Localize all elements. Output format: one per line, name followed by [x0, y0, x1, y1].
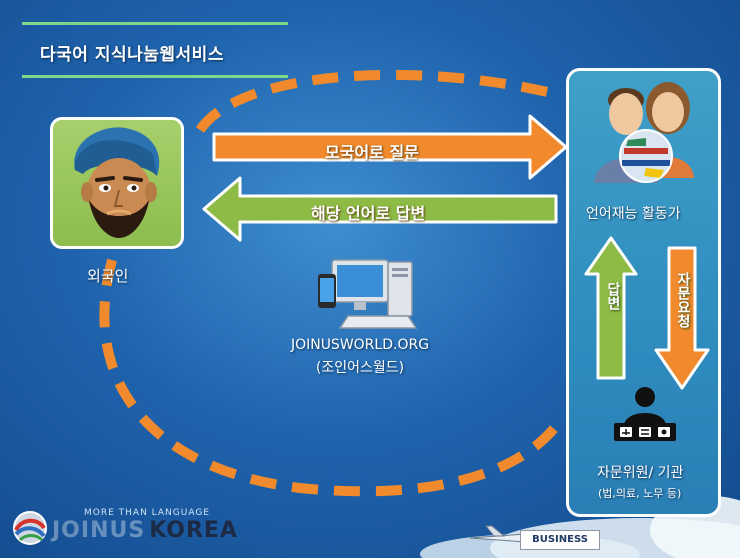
- site-name-korean: (조인어스월드): [315, 360, 405, 376]
- foreigner-avatar-icon: [74, 127, 160, 238]
- brand-name-korea: KOREA: [149, 518, 238, 543]
- title-top-line: [22, 22, 288, 25]
- joinus-logo-icon: [13, 511, 47, 545]
- talent-label: 언어재능 활동가: [586, 206, 681, 222]
- foreigner-card: [50, 117, 184, 249]
- site-name: JOINUSWORLD.ORG: [290, 337, 430, 353]
- request-down-arrow: [654, 246, 710, 390]
- brand-name-joinus: JOINUS: [52, 518, 146, 543]
- answer-arrow-label: 해당 언어로 답변: [311, 204, 426, 223]
- language-talent-people-icon: [594, 82, 694, 183]
- title-bottom-line: [22, 75, 288, 78]
- foreigner-label: 외국인: [87, 267, 129, 285]
- answer-up-label: 답변: [605, 282, 621, 310]
- advisory-label: 자문위원/ 기관: [597, 465, 684, 481]
- advisory-sublabel: (법,의료, 노무 등): [598, 487, 682, 500]
- business-banner: BUSINESS: [520, 530, 600, 550]
- answer-up-arrow: [584, 236, 638, 380]
- advisory-person-icon: [614, 387, 676, 441]
- brand-tagline: MORE THAN LANGUAGE: [84, 508, 210, 518]
- question-arrow: [212, 114, 568, 180]
- title-block: 다국어 지식나눔웹서비스: [22, 22, 288, 78]
- question-arrow-label: 모국어로 질문: [325, 143, 419, 162]
- request-down-label: 자문요청: [675, 272, 691, 328]
- computer-icon: [318, 259, 418, 329]
- diagram-title: 다국어 지식나눔웹서비스: [40, 45, 224, 65]
- answer-arrow: [202, 176, 558, 242]
